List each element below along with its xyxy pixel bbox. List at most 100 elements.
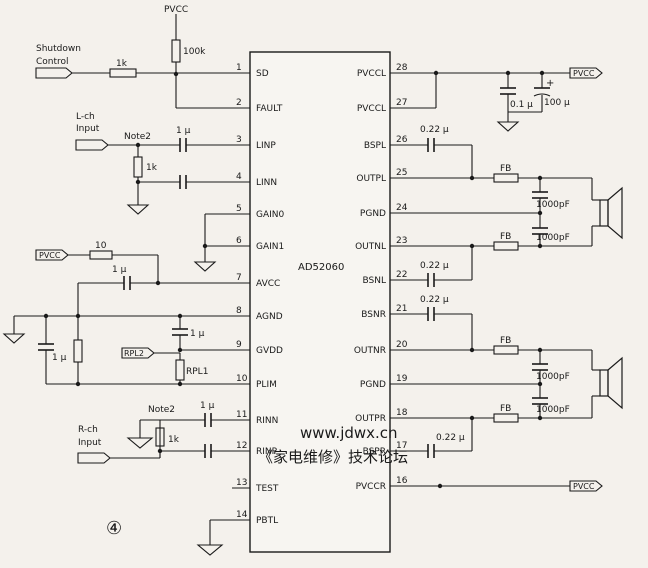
resistor-1k-sd-label: 1k: [116, 59, 128, 69]
left-pin-number-8: 8: [236, 306, 242, 316]
right-pin-label-23: OUTNL: [355, 242, 386, 252]
right-input-section: Note2 1 μ R-ch Input 1k: [77, 401, 232, 464]
pbtl-section: ④: [106, 518, 232, 556]
rch-input-port: [77, 452, 111, 464]
pvcc-out-top-port: [569, 67, 603, 79]
left-pin-label-14: PBTL: [256, 516, 278, 526]
right-pin-number-22: 22: [396, 270, 407, 280]
left-pin-number-1: 1: [236, 63, 242, 73]
shutdown-label-2: Control: [36, 57, 69, 67]
left-pin-number-5: 5: [236, 204, 242, 214]
cap-1u-linp-label: 1 μ: [176, 126, 191, 136]
left-pin-number-6: 6: [236, 236, 242, 246]
left-pin-number-13: 13: [236, 478, 247, 488]
lch-input-port: [75, 139, 109, 151]
right-pin-label-26: BSPL: [364, 141, 386, 151]
gain-section: [193, 213, 232, 272]
ferrite-bead-3: [493, 345, 519, 355]
cap-100u-label: 100 μ: [544, 98, 570, 108]
right-pin-label-21: BSNR: [361, 310, 386, 320]
shutdown-section: PVCC 100k Shutdown Control 1k: [35, 5, 232, 109]
pvcc-out-bottom-label: PVCC: [573, 482, 595, 491]
left-pin-number-3: 3: [236, 135, 242, 145]
cap-022-bsnl-label: 0.22 μ: [420, 261, 449, 271]
cap-1000pf-1-label: 1000pF: [536, 200, 570, 210]
ground-symbol-agnd: [2, 333, 26, 344]
right-pin-number-24: 24: [396, 203, 408, 213]
left-pin-number-10: 10: [236, 374, 248, 384]
right-pin-number-17: 17: [396, 441, 407, 451]
left-pin-number-14: 14: [236, 510, 248, 520]
rch-label-1: R-ch: [78, 425, 98, 435]
resistor-1k-left-label: 1k: [146, 163, 158, 173]
right-pin-number-21: 21: [396, 304, 407, 314]
cap-022-bspl-label: 0.22 μ: [420, 125, 449, 135]
cap-1u-gvdd-label: 1 μ: [190, 329, 205, 339]
right-pin-label-20: OUTNR: [354, 346, 386, 356]
left-input-section: L-ch Input Note2 1k 1 μ: [75, 112, 232, 215]
analog-supply-section: PVCC 10 1 μ 1 μ: [2, 241, 232, 387]
left-pin-number-2: 2: [236, 98, 242, 108]
left-pin-label-4: LINN: [256, 178, 277, 188]
right-pin-label-24: PGND: [360, 209, 386, 219]
shutdown-input-port: [35, 67, 73, 79]
right-output-section: 0.22 μ FB 1000pF 1000pF FB: [408, 295, 623, 492]
resistor-10-label: 10: [95, 241, 107, 251]
resistor-10: [89, 250, 113, 260]
rpl2-port: [121, 347, 155, 359]
fb3-label: FB: [500, 336, 511, 346]
lch-label-2: Input: [76, 124, 100, 134]
ground-symbol-gain: [193, 261, 217, 272]
speaker-left: [599, 199, 609, 227]
shutdown-label-1: Shutdown: [36, 44, 81, 54]
ground-symbol-left-input: [126, 204, 150, 215]
right-pin-number-27: 27: [396, 98, 407, 108]
ferrite-bead-4: [493, 413, 519, 423]
resistor-1k-left: [133, 156, 143, 178]
right-pin-label-19: PGND: [360, 380, 386, 390]
left-pin-number-7: 7: [236, 273, 242, 283]
output-supply-section: PVCC 0.1 μ + 100 μ: [408, 67, 603, 132]
right-pin-label-27: PVCCL: [357, 104, 386, 114]
right-pin-number-19: 19: [396, 374, 408, 384]
resistor-rpl1: [175, 359, 185, 381]
left-pin-number-4: 4: [236, 172, 242, 182]
left-pin-label-6: GAIN1: [256, 242, 284, 252]
left-pin-number-9: 9: [236, 340, 242, 350]
cap-1u-avcc-label: 1 μ: [112, 265, 127, 275]
note2-right-label: Note2: [148, 405, 175, 415]
right-pin-label-22: BSNL: [363, 276, 386, 286]
resistor-1k-right-label: 1k: [168, 435, 180, 445]
left-pin-label-7: AVCC: [256, 279, 280, 289]
resistor-1k-sd: [109, 68, 137, 78]
ground-symbol-right-input: [126, 437, 154, 449]
figure-circle-number: ④: [106, 518, 122, 539]
pvcc-avcc-port: [35, 249, 69, 261]
right-pin-label-18: OUTPR: [355, 414, 386, 424]
lch-label-1: L-ch: [76, 112, 95, 122]
right-pin-label-16: PVCCR: [356, 482, 386, 492]
fb4-label: FB: [500, 404, 511, 414]
cap-022-bsnr-label: 0.22 μ: [420, 295, 449, 305]
ferrite-bead-2: [493, 241, 519, 251]
right-pin-number-18: 18: [396, 408, 408, 418]
watermark-url: www.jdwx.cn: [300, 424, 398, 442]
speaker-right-cone: [607, 356, 623, 410]
cap-1000pf-4-label: 1000pF: [536, 405, 570, 415]
ferrite-bead-1: [493, 173, 519, 183]
left-pin-label-12: RINP: [256, 447, 278, 457]
right-pin-number-16: 16: [396, 476, 408, 486]
fb1-label: FB: [500, 164, 511, 174]
cap-1u-rinn-label: 1 μ: [200, 401, 215, 411]
ground-symbol-pbtl: [196, 544, 224, 556]
left-pin-label-10: PLIM: [256, 380, 277, 390]
pvcc-out-bottom-port: [569, 480, 603, 492]
watermark-forum: 《家电维修》技术论坛: [258, 448, 408, 466]
left-pin-number-11: 11: [236, 410, 247, 420]
left-pin-label-5: GAIN0: [256, 210, 285, 220]
ic-body: [249, 51, 391, 553]
left-pin-group: 1SD2FAULT3LINP4LINN5GAIN06GAIN17AVCC8AGN…: [232, 63, 285, 526]
pvcc-top-label: PVCC: [164, 5, 188, 15]
left-pin-label-8: AGND: [256, 312, 283, 322]
